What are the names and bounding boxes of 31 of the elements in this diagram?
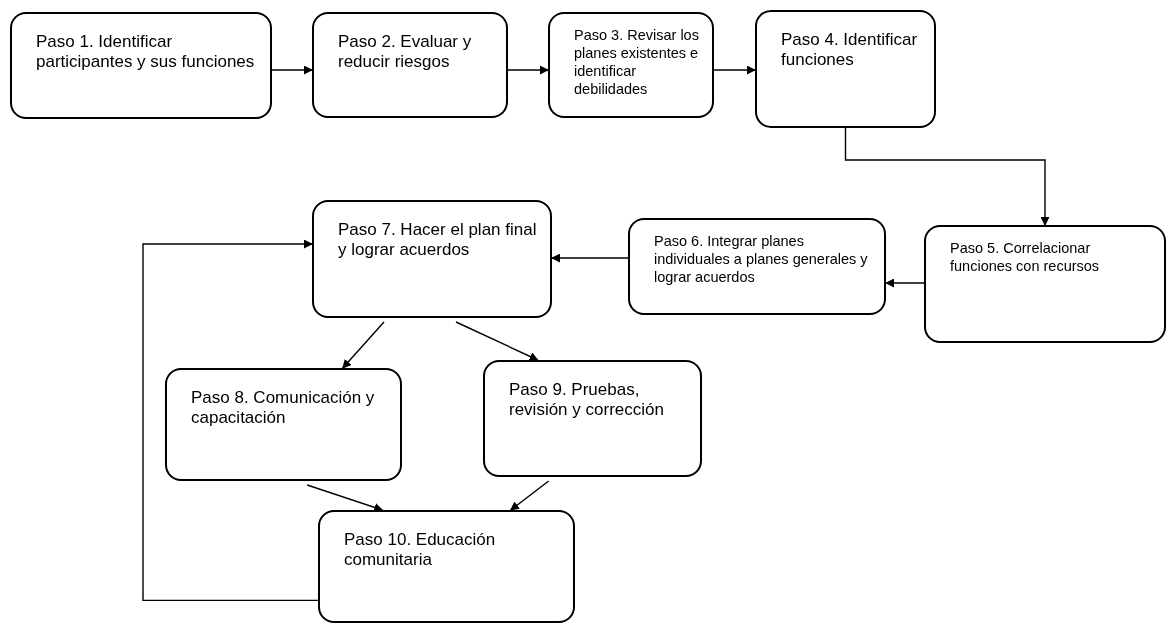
- process-box: [628, 218, 886, 315]
- process-box: [312, 200, 552, 318]
- process-box: [165, 368, 402, 481]
- step-label: Paso 10. Educación comunitaria: [344, 530, 497, 570]
- arrow: [142, 239, 319, 602]
- step-label: Paso 9. Pruebas, revisión y corrección: [509, 380, 665, 420]
- arrow: [885, 278, 925, 288]
- arrow: [455, 321, 539, 361]
- step-label: Paso 3. Revisar los planes existentes e identificar debilidades: [574, 26, 700, 98]
- process-box: [483, 360, 702, 477]
- step-label: Paso 1. Identificar participantes y sus funciones: [36, 32, 256, 72]
- process-box: [10, 12, 272, 119]
- step-label: Paso 7. Hacer el plan final y lograr acuerdos: [338, 220, 538, 260]
- process-box: [312, 12, 508, 118]
- step-label: Paso 5. Correlacionar funciones con recursos: [950, 239, 1101, 275]
- arrow: [713, 65, 756, 75]
- process-box: [755, 10, 936, 128]
- arrow: [551, 253, 629, 263]
- arrow: [507, 65, 549, 75]
- step-label: Paso 4. Identificar funciones: [781, 30, 919, 70]
- arrow: [342, 321, 385, 369]
- step-label: Paso 2. Evaluar y reducir riesgos: [338, 32, 473, 72]
- arrow: [271, 65, 313, 75]
- step-label: Paso 8. Comunicación y capacitación: [191, 388, 376, 428]
- arrow: [844, 127, 1050, 226]
- step-label: Paso 6. Integrar planes individuales a planes generales y lograr acuerdos: [654, 232, 869, 286]
- process-box: [548, 12, 714, 118]
- arrow: [510, 480, 550, 511]
- arrow: [306, 484, 384, 512]
- process-box: [318, 510, 575, 623]
- process-box: [924, 225, 1166, 343]
